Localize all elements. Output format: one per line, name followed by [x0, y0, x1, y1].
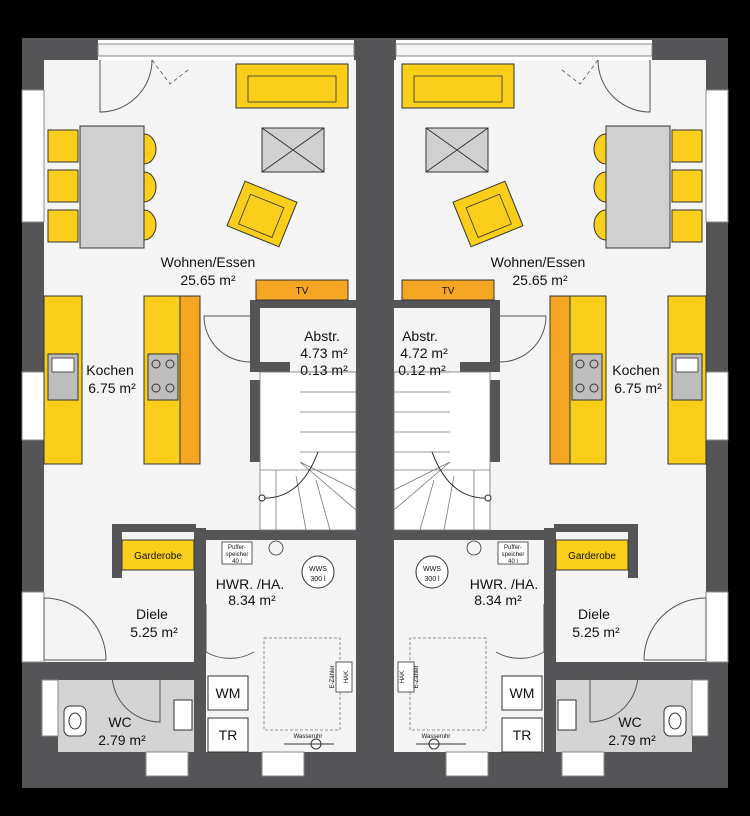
room-name-wc: WC	[108, 714, 131, 730]
room-name-kochen: Kochen	[612, 362, 659, 378]
puffer-line2: speicher	[502, 552, 525, 558]
garderobe-label: Garderobe	[134, 551, 182, 562]
room-area2-abstr: 0.12 m²	[398, 362, 446, 378]
room-name-wohnen: Wohnen/Essen	[491, 254, 586, 270]
room-area-hwr: 8.34 m²	[228, 592, 276, 608]
puffer-line3: 40 l	[508, 559, 518, 565]
room-name-diele: Diele	[136, 606, 168, 622]
wws-line1: WWS	[423, 566, 441, 573]
room-area-wc: 2.79 m²	[98, 732, 146, 748]
tv-label: TV	[296, 286, 309, 297]
room-name-hwr: HWR. /HA.	[216, 576, 284, 592]
room-name-wc: WC	[618, 714, 641, 730]
ezaehler-label: E-Zähler	[414, 665, 420, 688]
unit-left	[21, 37, 376, 789]
room-area-wc: 2.79 m²	[608, 732, 656, 748]
wm-label: WM	[510, 685, 535, 701]
wm-label: WM	[216, 685, 241, 701]
puffer-line1: Puffer-	[228, 545, 246, 551]
puffer-line1: Puffer-	[504, 545, 522, 551]
puffer-line2: speicher	[226, 552, 249, 558]
room-area-diele: 5.25 m²	[572, 624, 620, 640]
puffer-line3: 40 l	[232, 559, 242, 565]
wasseruhr-label: Wasseruhr	[422, 734, 451, 740]
labels-right-unit: Wohnen/Essen 25.65 m² TV Kochen 6.75 m² …	[398, 254, 662, 748]
room-area-hwr: 8.34 m²	[474, 592, 522, 608]
wws-line2: 300 l	[310, 576, 326, 583]
room-name-diele: Diele	[578, 606, 610, 622]
tr-label: TR	[513, 727, 532, 743]
room-area-wohnen: 25.65 m²	[180, 272, 236, 288]
room-area-kochen: 6.75 m²	[88, 380, 136, 396]
room-area-diele: 5.25 m²	[130, 624, 178, 640]
room-area1-abstr: 4.73 m²	[300, 345, 348, 361]
room-name-abstr: Abstr.	[402, 328, 438, 344]
tr-label: TR	[219, 727, 238, 743]
room-area-wohnen: 25.65 m²	[512, 272, 568, 288]
labels-left-unit: Wohnen/Essen 25.65 m² TV Kochen 6.75 m² …	[86, 254, 350, 748]
garderobe-label: Garderobe	[568, 551, 616, 562]
unit-right	[374, 37, 729, 789]
room-area-kochen: 6.75 m²	[614, 380, 662, 396]
wws-line2: 300 l	[424, 576, 440, 583]
room-name-hwr: HWR. /HA.	[470, 576, 538, 592]
wws-line1: WWS	[309, 566, 327, 573]
room-area2-abstr: 0.13 m²	[300, 362, 348, 378]
room-name-kochen: Kochen	[86, 362, 133, 378]
hak-label: HAK	[344, 671, 350, 683]
tv-label: TV	[442, 286, 455, 297]
room-name-wohnen: Wohnen/Essen	[161, 254, 256, 270]
ezaehler-label: E-Zähler	[330, 665, 336, 688]
room-area1-abstr: 4.72 m²	[400, 345, 448, 361]
wasseruhr-label: Wasseruhr	[294, 734, 323, 740]
room-name-abstr: Abstr.	[304, 328, 340, 344]
hak-label: HAK	[400, 671, 406, 683]
